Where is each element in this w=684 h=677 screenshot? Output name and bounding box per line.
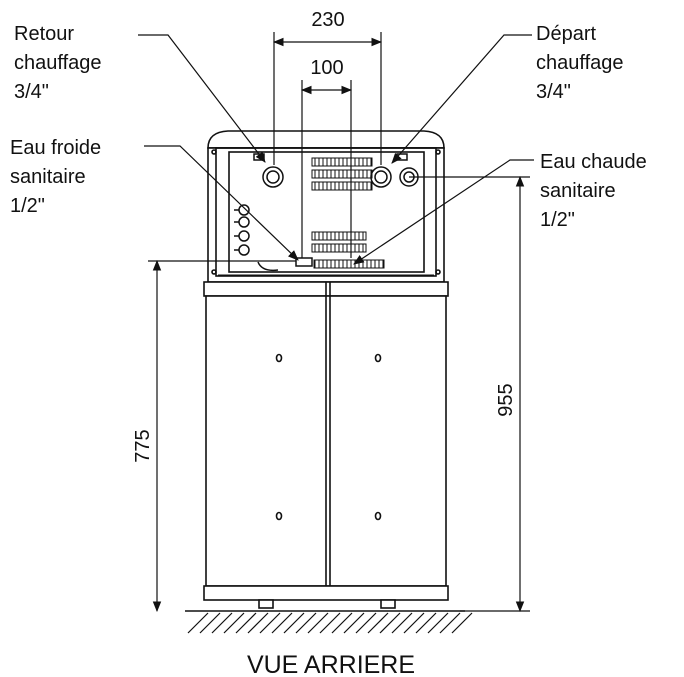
leader-lines	[138, 34, 534, 265]
pipe-connections	[234, 153, 419, 272]
foot-left	[258, 599, 274, 609]
terminal-blocks	[311, 157, 385, 269]
leader-retour	[138, 34, 266, 163]
depart-line1: Départ	[536, 23, 596, 45]
leader-depart	[391, 34, 532, 164]
eau-froide-line3: 1/2"	[10, 195, 45, 217]
depart-line3: 3/4"	[536, 81, 571, 103]
foot-right	[380, 599, 396, 609]
panel-screws	[275, 353, 382, 521]
view-caption: VUE ARRIERE	[247, 651, 415, 677]
eau-chaude-line2: sanitaire	[540, 180, 616, 202]
connection-panel	[228, 151, 425, 273]
callout-eau-chaude: Eau chaude sanitaire 1/2"	[540, 151, 647, 231]
dim-775-label: 775	[132, 429, 154, 462]
ground-hatch	[185, 610, 473, 634]
callout-eau-froide: Eau froide sanitaire 1/2"	[10, 137, 101, 217]
eau-froide-line2: sanitaire	[10, 166, 86, 188]
retour-line2: chauffage	[14, 52, 102, 74]
leader-eau-chaude	[353, 159, 534, 265]
depart-line2: chauffage	[536, 52, 624, 74]
dimensions	[148, 32, 530, 613]
eau-froide-connection	[295, 257, 313, 267]
dim-100-label: 100	[310, 57, 343, 79]
top-cap	[207, 130, 445, 149]
retour-connection	[262, 166, 284, 188]
callout-depart: Départ chauffage 3/4"	[536, 23, 624, 103]
heat-pump-unit	[203, 130, 449, 609]
cable-glands	[234, 204, 250, 256]
retour-line1: Retour	[14, 23, 74, 45]
callout-retour: Retour chauffage 3/4"	[14, 23, 102, 103]
retour-line3: 3/4"	[14, 81, 49, 103]
leader-eau-froide	[144, 145, 299, 261]
eau-chaude-line1: Eau chaude	[540, 151, 647, 173]
dim-230-label: 230	[311, 9, 344, 31]
eau-froide-line1: Eau froide	[10, 137, 101, 159]
dim-955-label: 955	[495, 383, 517, 416]
eau-chaude-line3: 1/2"	[540, 209, 575, 231]
